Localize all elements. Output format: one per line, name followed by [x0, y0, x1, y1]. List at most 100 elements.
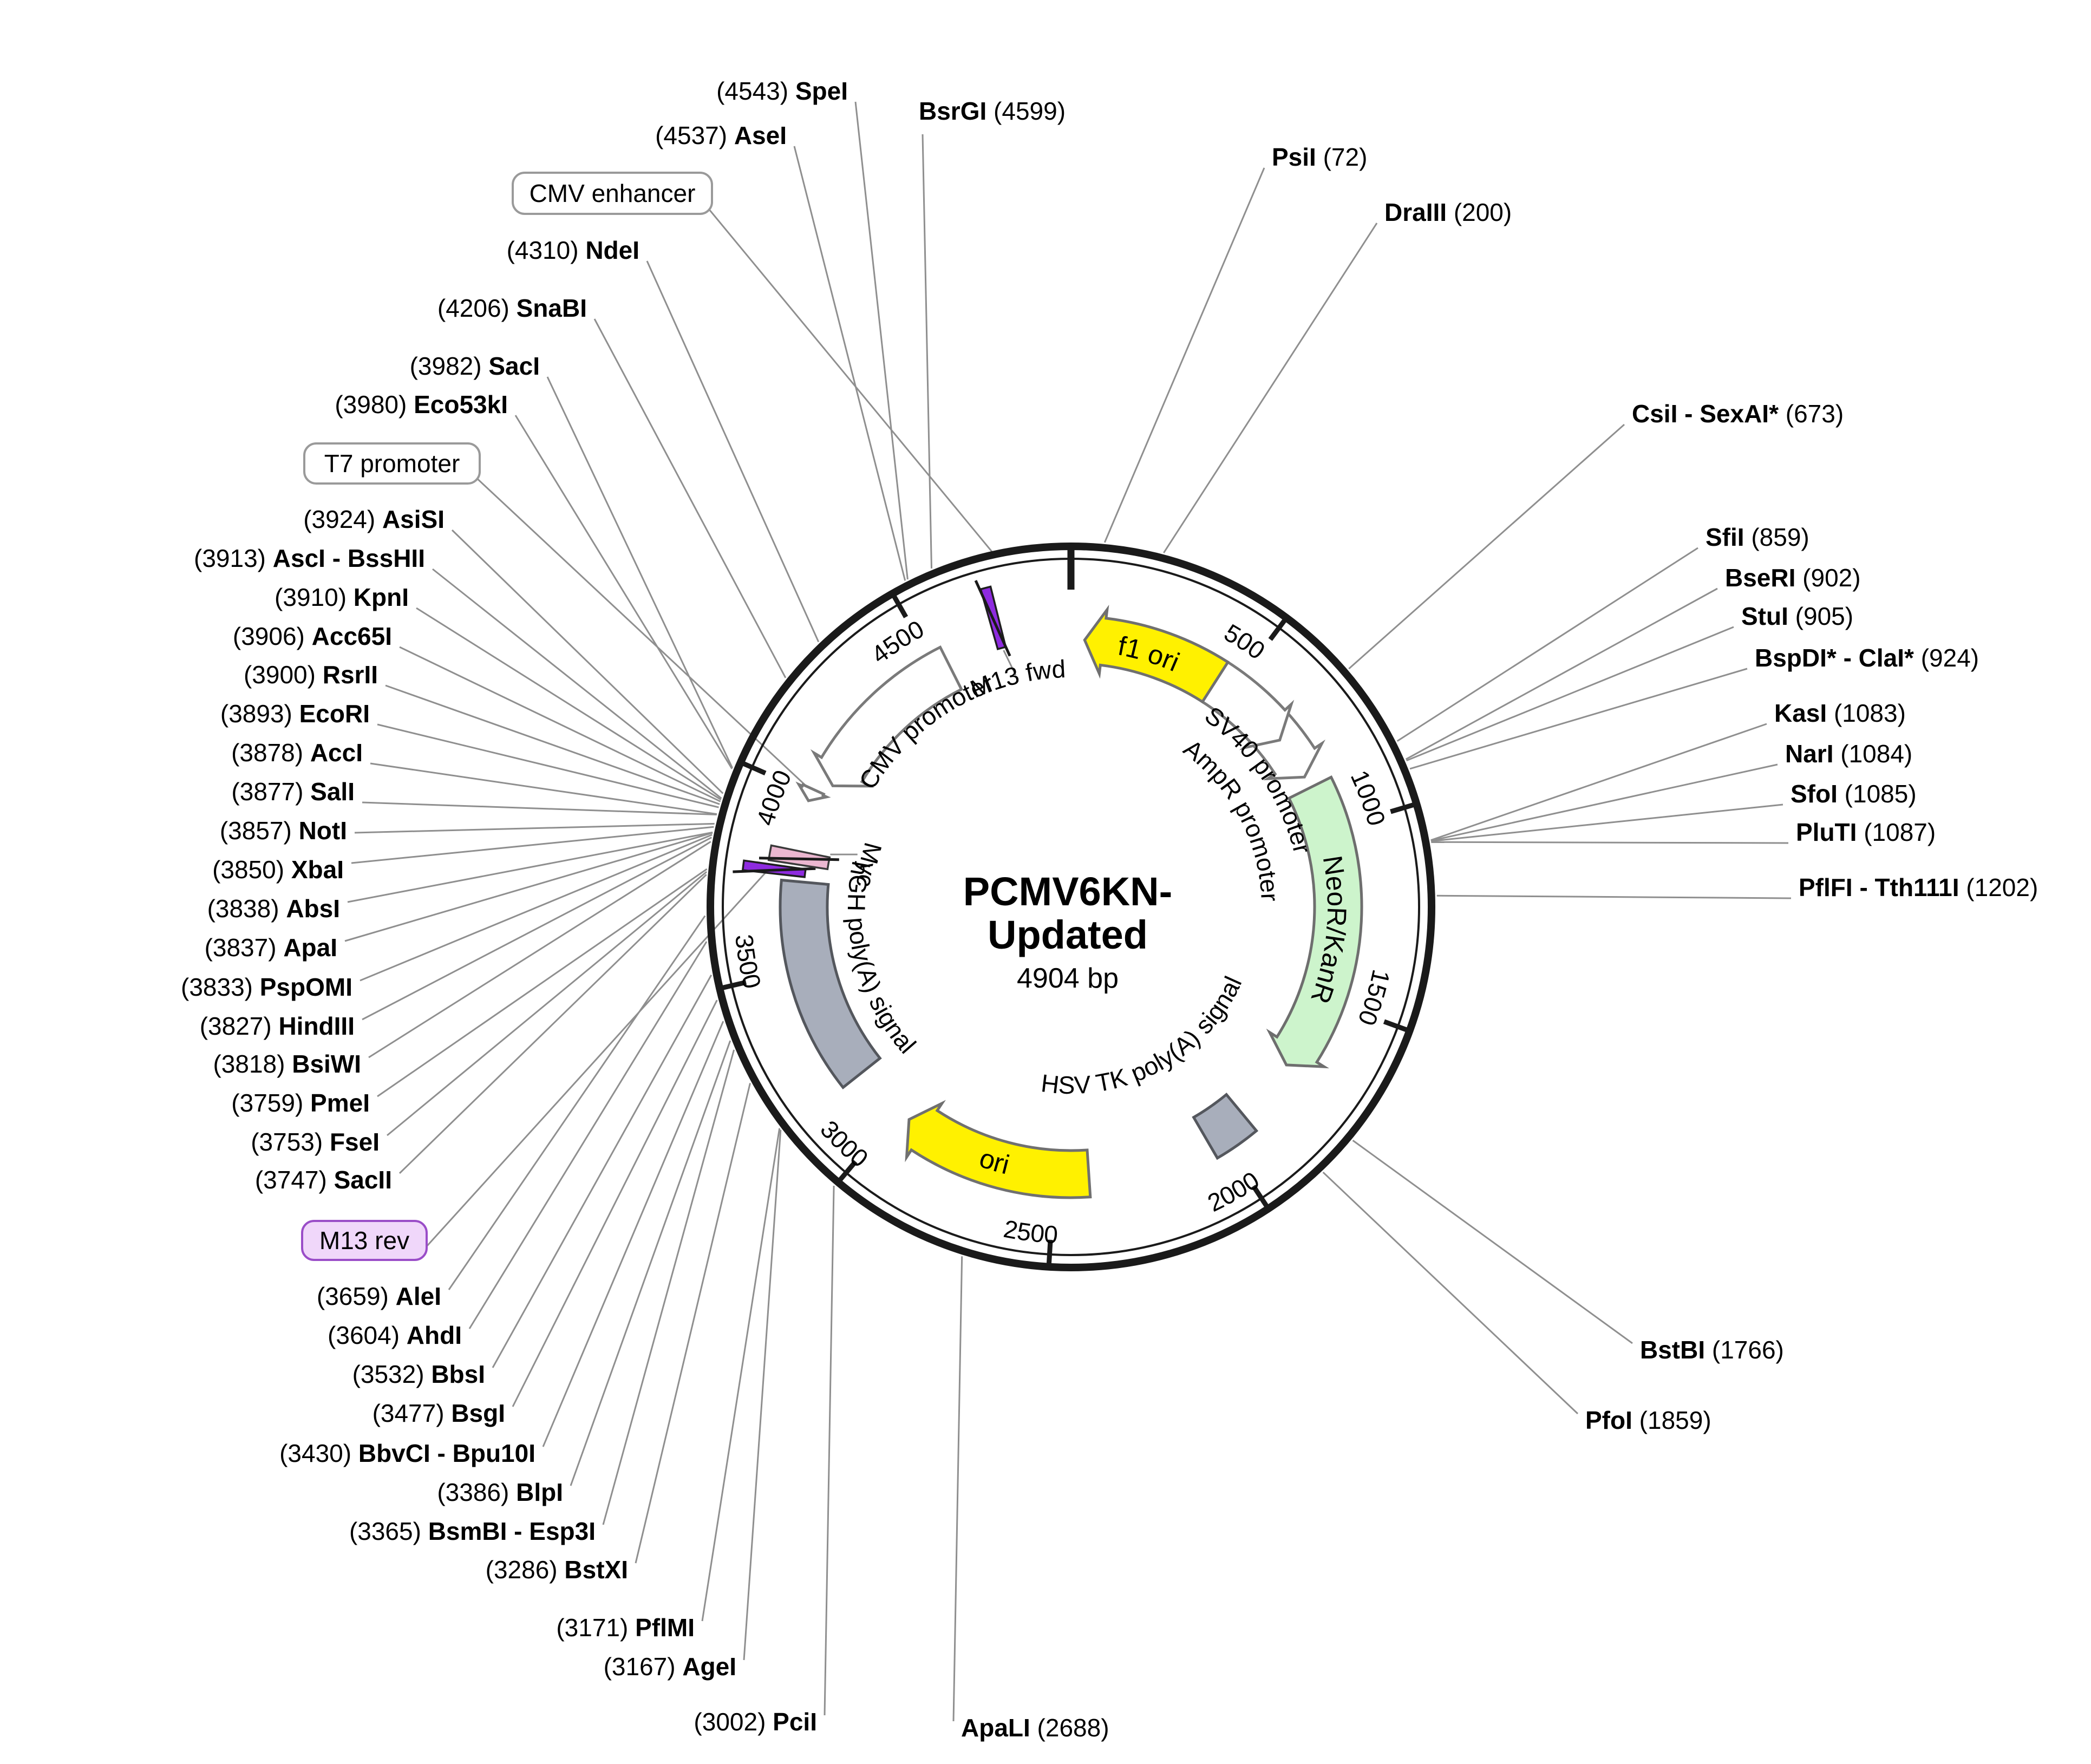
site-leader-rsrii [385, 684, 720, 805]
site-label-bstbi: BstBI (1766) [1640, 1336, 1784, 1364]
leader-lines [344, 101, 1792, 1722]
site-label-bsgi: (3477) BsgI [373, 1399, 505, 1427]
m13-fwd-connector [1003, 650, 1017, 676]
tick-label-2000: 2000 [1203, 1166, 1264, 1217]
site-label-asei: (4537) AseI [655, 121, 787, 149]
site-label-pflfi-tth111i: PflFI - Tth111I (1202) [1799, 873, 2038, 901]
site-leader-ahdi [468, 941, 708, 1329]
feature-slash-myc [759, 857, 839, 861]
feature-sv40-promoter [1200, 659, 1295, 750]
site-label-sali: (3877) SalI [231, 778, 355, 806]
boxed-label-text-t7-promoter: T7 promoter [324, 449, 460, 478]
site-label-bsrgi: BsrGI (4599) [919, 97, 1066, 125]
site-leader-draiii [1163, 223, 1378, 553]
site-label-pluti: PluTI (1087) [1796, 818, 1936, 846]
site-leader-pcii [824, 1185, 835, 1716]
site-leader-kpni [416, 607, 722, 801]
site-label-psii: PsiI (72) [1272, 143, 1367, 171]
plasmid-name-line2: Updated [988, 912, 1148, 957]
site-label-bspdi-clai-: BspDI* - ClaI* (924) [1755, 644, 1979, 672]
site-leader-acc65i [399, 646, 721, 802]
site-label-acc65i: (3906) Acc65I [233, 622, 392, 650]
boxed-label-leader-t7-promoter [473, 475, 821, 800]
site-leader-sacii [398, 874, 707, 1174]
site-leader-stui [1406, 626, 1734, 762]
site-leader-absi [347, 831, 713, 903]
plasmid-title-block: PCMV6KN- Updated 4904 bp [963, 869, 1172, 994]
site-label-bsiwi: (3818) BsiWI [213, 1050, 361, 1078]
tick-label-1000: 1000 [1345, 766, 1391, 829]
site-label-bsmbi-esp3i: (3365) BsmBI - Esp3I [349, 1517, 596, 1545]
boxed-label-leader-m13-rev [420, 866, 771, 1253]
site-label-blpi: (3386) BlpI [437, 1478, 563, 1506]
site-label-pmei: (3759) PmeI [231, 1089, 370, 1117]
site-leader-psii [1103, 167, 1265, 543]
feature-slash-m13-rev [733, 867, 816, 873]
tick-label-3000: 3000 [815, 1115, 873, 1173]
site-leader-pflfi-tth111i [1436, 894, 1792, 899]
tick-2500 [1046, 1239, 1053, 1267]
restriction-site-labels: (4543) SpeI(4537) AseI(4310) NdeI(4206) … [181, 77, 2038, 1742]
site-label-fsei: (3753) FseI [251, 1128, 380, 1156]
site-leader-pmei [377, 868, 708, 1097]
site-label-pflmi: (3171) PflMI [556, 1613, 695, 1642]
site-label-nari: NarI (1084) [1785, 740, 1912, 768]
site-label-sfii: SfiI (859) [1706, 523, 1809, 551]
site-leader-pfoi [1322, 1172, 1579, 1415]
feature-hsv-tk-poly-a-signal [1192, 1092, 1259, 1160]
site-leader-sali [362, 801, 717, 816]
site-label-stui: StuI (905) [1741, 602, 1853, 630]
site-leader-blpi [570, 1040, 731, 1486]
feature-myc [767, 844, 831, 871]
site-label-acci: (3878) AccI [231, 739, 363, 767]
tick-3000 [836, 1160, 858, 1184]
boxed-label-text-cmv-enhancer: CMV enhancer [530, 179, 696, 207]
boxed-label-leader-cmv-enhancer [705, 206, 997, 558]
feature-label-m13-fwd: M13 fwd [966, 655, 1066, 703]
site-leader-csii-sexai- [1348, 423, 1625, 670]
site-leader-bsgi [512, 999, 718, 1407]
site-label-hindiii: (3827) HindIII [200, 1012, 355, 1040]
site-label-ahdi: (3604) AhdI [328, 1321, 462, 1349]
site-leader-eco53ki [514, 415, 733, 769]
feature-cmv-promoter [810, 645, 964, 788]
site-label-pspomi: (3833) PspOMI [181, 973, 352, 1001]
site-leader-noti [354, 822, 715, 834]
site-label-asci-bsshii: (3913) AscI - BssHII [194, 544, 425, 572]
site-leader-asei [793, 146, 906, 581]
site-label-ndei: (4310) NdeI [507, 236, 639, 264]
site-label-draiii: DraIII (200) [1384, 198, 1512, 226]
site-leader-ndei [646, 260, 820, 643]
site-leader-bstbi [1352, 1140, 1633, 1344]
boxed-label-m13-rev [301, 1220, 428, 1261]
site-leader-pluti [1431, 841, 1789, 844]
site-leader-bspdi-clai- [1409, 668, 1748, 770]
site-label-kpni: (3910) KpnI [275, 583, 409, 611]
plasmid-size: 4904 bp [1017, 963, 1119, 994]
site-label-pfoi: PfoI (1859) [1585, 1406, 1711, 1434]
site-label-alei: (3659) AleI [317, 1282, 441, 1310]
site-label-kasi: KasI (1083) [1774, 699, 1906, 727]
site-leader-asisi [451, 529, 724, 794]
boxed-label-text-m13-rev: M13 rev [319, 1226, 409, 1255]
feature-label-myc: Myc [851, 840, 887, 888]
site-leader-asci-bsshii [432, 568, 722, 799]
site-label-bbvci-bpu10i: (3430) BbvCI - Bpu10I [279, 1439, 535, 1467]
site-label-apai: (3837) ApaI [205, 933, 337, 962]
site-label-agei: (3167) AgeI [604, 1652, 736, 1681]
tick-3500 [719, 979, 747, 991]
site-leader-alei [448, 915, 706, 1290]
site-label-ecori: (3893) EcoRI [220, 700, 370, 728]
site-label-eco53ki: (3980) Eco53kI [335, 390, 508, 419]
site-leader-ecori [377, 723, 719, 808]
site-leader-pflmi [701, 1128, 781, 1622]
site-leader-bbsi [492, 974, 713, 1368]
tick-4000 [740, 760, 767, 776]
site-leader-fsei [387, 871, 708, 1136]
site-leader-bsiwi [368, 841, 711, 1059]
tick-500 [1268, 616, 1289, 641]
site-leader-bstxi [635, 1083, 751, 1564]
ring-outer [707, 543, 1435, 1271]
boxed-label-cmv-enhancer [512, 172, 713, 215]
